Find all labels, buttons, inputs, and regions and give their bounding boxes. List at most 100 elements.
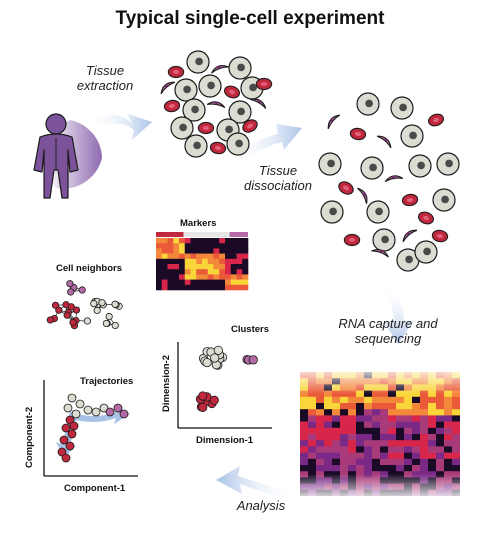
cell-nucleus xyxy=(195,57,203,66)
network-node xyxy=(51,301,60,309)
marker-cell xyxy=(213,269,220,275)
trajectory-point xyxy=(99,403,109,413)
marker-cell xyxy=(207,253,214,260)
marker-cell xyxy=(161,274,168,280)
trajectories-x-label: Component-1 xyxy=(64,483,126,494)
marker-cell xyxy=(202,243,209,249)
cell-nucleus xyxy=(369,163,377,172)
marker-cell xyxy=(161,238,168,244)
marker-cell xyxy=(225,243,232,249)
marker-cell xyxy=(156,274,163,280)
cell-center xyxy=(260,82,268,86)
marker-cell xyxy=(207,279,214,286)
marker-cell xyxy=(190,243,197,249)
arrow-tissue-extraction xyxy=(88,114,152,140)
marker-cell xyxy=(207,258,214,265)
marker-cell xyxy=(202,279,209,286)
marker-cell xyxy=(179,258,186,265)
marker-cell xyxy=(213,264,220,270)
marker-cell xyxy=(230,248,237,254)
marker-cell xyxy=(213,238,220,244)
clusters-title: Clusters xyxy=(231,324,270,335)
marker-cell xyxy=(207,274,214,280)
marker-cell xyxy=(207,238,214,244)
trajectories-axes xyxy=(43,380,138,477)
marker-cell xyxy=(242,279,249,286)
marker-cell xyxy=(213,258,220,265)
marker-cell xyxy=(236,274,243,280)
marker-cell xyxy=(213,243,220,249)
cell-center xyxy=(348,238,356,242)
cell-nucleus xyxy=(207,81,215,90)
cell-center xyxy=(228,89,236,95)
cluster-point xyxy=(202,357,212,368)
network-node xyxy=(72,306,81,314)
marker-cell xyxy=(167,279,174,286)
step-tissue-dissociation: Tissue dissociation xyxy=(236,163,320,194)
marker-cell xyxy=(190,274,197,280)
marker-cell xyxy=(242,243,249,249)
marker-cell xyxy=(225,279,232,286)
marker-cell xyxy=(156,264,163,270)
cell-nucleus xyxy=(441,195,449,204)
cell-nucleus xyxy=(423,247,431,256)
cell-nucleus xyxy=(417,161,425,170)
marker-cell xyxy=(230,253,237,260)
marker-cell xyxy=(242,258,249,265)
heatmap-fade xyxy=(300,372,460,496)
cell-nucleus xyxy=(193,141,201,150)
trajectories-y-label: Component-2 xyxy=(24,406,35,468)
marker-cell xyxy=(213,284,220,291)
cell-center xyxy=(168,103,176,109)
step-label-line1: RNA capture and xyxy=(338,316,438,331)
marker-cell xyxy=(184,269,191,275)
marker-cell xyxy=(225,258,232,265)
marker-cell xyxy=(219,274,226,280)
marker-cell xyxy=(179,264,186,270)
marker-cell xyxy=(219,279,226,286)
cell-nucleus xyxy=(191,105,199,114)
marker-cell xyxy=(196,284,203,291)
marker-cell xyxy=(196,274,203,280)
marker-cell xyxy=(225,253,232,260)
marker-cell xyxy=(173,258,180,265)
marker-cell xyxy=(219,238,226,244)
trajectory-point xyxy=(83,405,93,415)
network-node xyxy=(111,321,119,330)
marker-cell xyxy=(213,279,220,286)
trajectory-point xyxy=(65,441,75,451)
marker-cell xyxy=(167,253,174,260)
marker-cell xyxy=(196,253,203,260)
marker-cell xyxy=(196,269,203,275)
marker-cell xyxy=(179,279,186,286)
cell-nucleus xyxy=(392,175,395,179)
step-tissue-extraction: Tissue extraction xyxy=(70,63,140,94)
sickle-cell-icon xyxy=(327,114,341,130)
marker-cell xyxy=(242,269,249,275)
network-node xyxy=(46,316,54,324)
tissue-clump xyxy=(160,50,273,158)
clusters-scatter xyxy=(195,345,258,412)
marker-cell xyxy=(230,284,237,291)
page-title: Typical single-cell experiment xyxy=(115,8,385,29)
marker-cell xyxy=(167,269,174,275)
markers-heatmap xyxy=(156,232,249,291)
marker-cell xyxy=(202,274,209,280)
marker-cell xyxy=(161,248,168,254)
marker-cell xyxy=(207,284,214,291)
marker-group-bar xyxy=(156,232,184,237)
cell-nucleus xyxy=(365,99,373,108)
marker-cell xyxy=(184,258,191,265)
marker-cell xyxy=(173,284,180,291)
trajectory-point xyxy=(75,399,85,409)
cell-nucleus xyxy=(406,232,410,235)
cell-nucleus xyxy=(258,99,261,103)
network-node xyxy=(102,319,110,328)
marker-cell xyxy=(156,243,163,249)
cell-nucleus xyxy=(237,107,245,116)
network-node xyxy=(83,317,92,325)
marker-cell xyxy=(230,279,237,286)
sickle-cell-icon xyxy=(160,81,176,95)
sickle-cell-icon xyxy=(402,229,418,243)
